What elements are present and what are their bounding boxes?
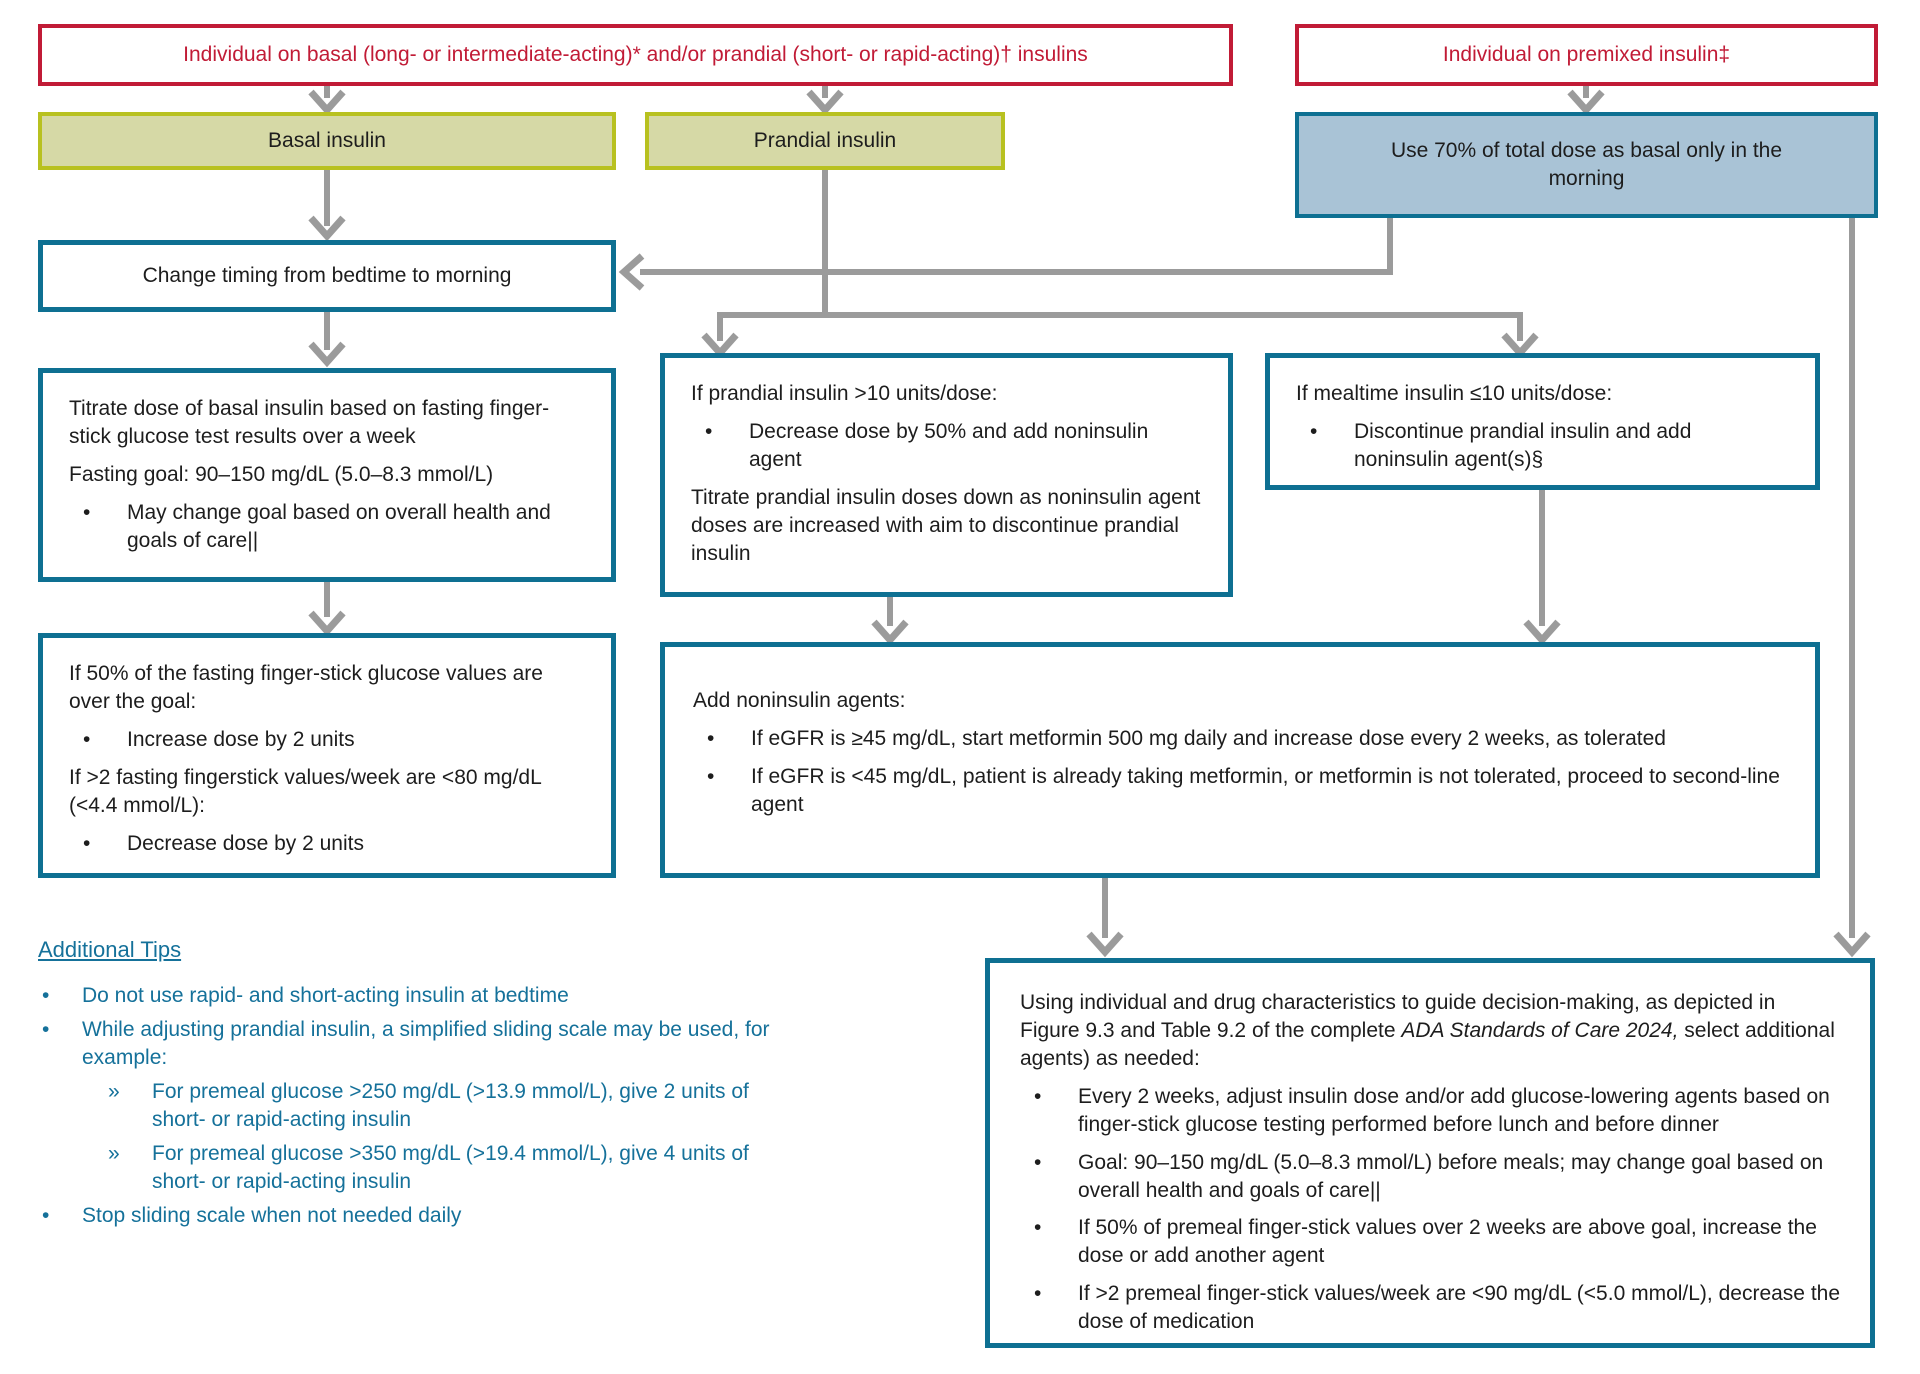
basal-insulin-box: Basal insulin <box>38 112 616 170</box>
bullet-icon: • <box>707 726 715 750</box>
change-timing-box: Change timing from bedtime to morning <box>38 240 616 312</box>
final-intro-italic: ADA Standards of Care 2024, <box>1401 1018 1679 1042</box>
tip-bullet-3: • Stop sliding scale when not needed dai… <box>38 1202 808 1230</box>
premixed-70pct-label: Use 70% of total dose as basal only in t… <box>1390 139 1783 190</box>
add-noninsulin-bullet-2: • If eGFR is <45 mg/dL, patient is alrea… <box>693 763 1787 819</box>
if-50pct-bullet-1: • Increase dose by 2 units <box>69 726 585 754</box>
arrow-header-to-basal <box>308 86 346 116</box>
titrate-basal-box: Titrate dose of basal insulin based on f… <box>38 368 616 582</box>
if-50pct-bullet-1-text: Increase dose by 2 units <box>127 727 355 751</box>
final-intro-pre: Using individual and drug characteristic… <box>1020 991 1776 1042</box>
arrow-70pct-to-final <box>1833 218 1871 958</box>
tip-bullet-3-text: Stop sliding scale when not needed daily <box>82 1203 462 1227</box>
final-bullet-4-text: If >2 premeal finger-stick values/week a… <box>1078 1282 1841 1334</box>
if-prandial-box: If prandial insulin >10 units/dose: • De… <box>660 353 1233 597</box>
additional-tips-section: Additional Tips • Do not use rapid- and … <box>38 935 808 1236</box>
tip-bullet-1: • Do not use rapid- and short-acting ins… <box>38 982 808 1010</box>
header-premixed-label: Individual on premixed insulin‡ <box>1442 43 1731 67</box>
prandial-insulin-box: Prandial insulin <box>645 112 1005 170</box>
tip-bullet-1-text: Do not use rapid- and short-acting insul… <box>82 984 569 1008</box>
final-intro: Using individual and drug characteristic… <box>1020 989 1840 1073</box>
if-mealtime-paragraph-1: If mealtime insulin ≤10 units/dose: <box>1296 382 1613 405</box>
tip-sub-bullet-1: » For premeal glucose >250 mg/dL (>13.9 … <box>38 1078 808 1134</box>
tip-sub-bullet-2: » For premeal glucose >350 mg/dL (>19.4 … <box>38 1140 808 1196</box>
sub-bullet-icon: » <box>108 1141 120 1165</box>
change-timing-label: Change timing from bedtime to morning <box>142 264 512 288</box>
header-basal-prandial-label: Individual on basal (long- or intermedia… <box>183 43 1088 67</box>
if-50pct-fasting-box: If 50% of the fasting finger-stick gluco… <box>38 633 616 878</box>
if-50pct-bullet-2-text: Decrease dose by 2 units <box>127 831 364 855</box>
premixed-70pct-box: Use 70% of total dose as basal only in t… <box>1295 112 1878 218</box>
bullet-icon: • <box>1034 1282 1042 1306</box>
titrate-bullet-1-text: May change goal based on overall health … <box>127 500 551 552</box>
if-50pct-bullet-2: • Decrease dose by 2 units <box>69 830 585 858</box>
if-prandial-bullet-1: • Decrease dose by 50% and add noninsuli… <box>691 418 1202 474</box>
tip-bullet-2: • While adjusting prandial insulin, a si… <box>38 1016 808 1072</box>
bullet-icon: • <box>83 831 91 855</box>
if-mealtime-bullet-1: • Discontinue prandial insulin and add n… <box>1296 418 1789 474</box>
add-noninsulin-bullet-1: • If eGFR is ≥45 mg/dL, start metformin … <box>693 725 1787 753</box>
bullet-icon: • <box>42 1018 50 1042</box>
titrate-paragraph-1: Titrate dose of basal insulin based on f… <box>69 397 550 448</box>
add-noninsulin-bullet-2-text: If eGFR is <45 mg/dL, patient is already… <box>751 764 1780 816</box>
bullet-icon: • <box>707 764 715 788</box>
additional-tips-title: Additional Tips <box>38 937 182 962</box>
final-bullet-2-text: Goal: 90–150 mg/dL (5.0–8.3 mmol/L) befo… <box>1078 1150 1824 1202</box>
bullet-icon: • <box>83 727 91 751</box>
sub-bullet-icon: » <box>108 1080 120 1104</box>
final-bullet-3: • If 50% of premeal finger-stick values … <box>1020 1214 1840 1270</box>
titrate-bullet-1: • May change goal based on overall healt… <box>69 499 585 555</box>
if-prandial-bullet-1-text: Decrease dose by 50% and add noninsulin … <box>749 419 1149 471</box>
tip-bullet-2-text: While adjusting prandial insulin, a simp… <box>82 1018 770 1070</box>
arrow-premixed-to-70pct <box>1567 86 1605 116</box>
titrate-paragraph-2: Fasting goal: 90–150 mg/dL (5.0–8.3 mmol… <box>69 462 494 486</box>
if-prandial-paragraph-1: If prandial insulin >10 units/dose: <box>691 382 998 405</box>
final-bullet-4: • If >2 premeal finger-stick values/week… <box>1020 1280 1840 1336</box>
bullet-icon: • <box>1034 1150 1042 1174</box>
bullet-icon: • <box>1034 1216 1042 1240</box>
arrow-basal-to-change-timing <box>308 170 346 242</box>
bullet-icon: • <box>705 419 713 443</box>
arrow-addagents-to-final <box>1086 878 1124 958</box>
tip-sub-bullet-1-text: For premeal glucose >250 mg/dL (>13.9 mm… <box>152 1080 749 1131</box>
final-bullet-3-text: If 50% of premeal finger-stick values ov… <box>1078 1216 1817 1268</box>
bullet-icon: • <box>42 1203 50 1227</box>
header-basal-prandial-box: Individual on basal (long- or intermedia… <box>38 24 1233 86</box>
tip-sub-bullet-2-text: For premeal glucose >350 mg/dL (>19.4 mm… <box>152 1141 749 1193</box>
final-intro-post: select additional agents) as needed: <box>1020 1018 1835 1070</box>
bullet-icon: • <box>83 500 91 524</box>
final-bullet-2: • Goal: 90–150 mg/dL (5.0–8.3 mmol/L) be… <box>1020 1149 1840 1205</box>
arrow-change-timing-to-titrate <box>308 312 346 368</box>
bullet-icon: • <box>1034 1084 1042 1108</box>
prandial-insulin-label: Prandial insulin <box>753 129 897 153</box>
bullet-icon: • <box>42 984 50 1008</box>
arrow-titrate-to-if50 <box>308 582 346 637</box>
add-noninsulin-box: Add noninsulin agents: • If eGFR is ≥45 … <box>660 642 1820 878</box>
arrow-ifprandial-to-addagents <box>871 597 909 646</box>
arrow-mealtime-to-addagents <box>1523 490 1561 646</box>
bullet-icon: • <box>1310 419 1318 443</box>
if-mealtime-box: If mealtime insulin ≤10 units/dose: • Di… <box>1265 353 1820 490</box>
add-noninsulin-paragraph-1: Add noninsulin agents: <box>693 689 906 712</box>
header-premixed-box: Individual on premixed insulin‡ <box>1295 24 1878 86</box>
add-noninsulin-bullet-1-text: If eGFR is ≥45 mg/dL, start metformin 50… <box>751 726 1666 750</box>
if-50pct-paragraph-2: If >2 fasting fingerstick values/week ar… <box>69 765 541 817</box>
arrow-70pct-to-change-timing <box>618 218 1393 291</box>
final-decision-box: Using individual and drug characteristic… <box>985 958 1875 1348</box>
if-mealtime-bullet-1-text: Discontinue prandial insulin and add non… <box>1354 419 1692 471</box>
final-bullet-1-text: Every 2 weeks, adjust insulin dose and/o… <box>1078 1084 1830 1136</box>
if-prandial-paragraph-2: Titrate prandial insulin doses down as n… <box>691 485 1201 565</box>
final-bullet-1: • Every 2 weeks, adjust insulin dose and… <box>1020 1083 1840 1139</box>
if-50pct-paragraph-1: If 50% of the fasting finger-stick gluco… <box>69 662 543 713</box>
arrow-header-to-prandial <box>806 86 844 116</box>
basal-insulin-label: Basal insulin <box>268 129 386 153</box>
